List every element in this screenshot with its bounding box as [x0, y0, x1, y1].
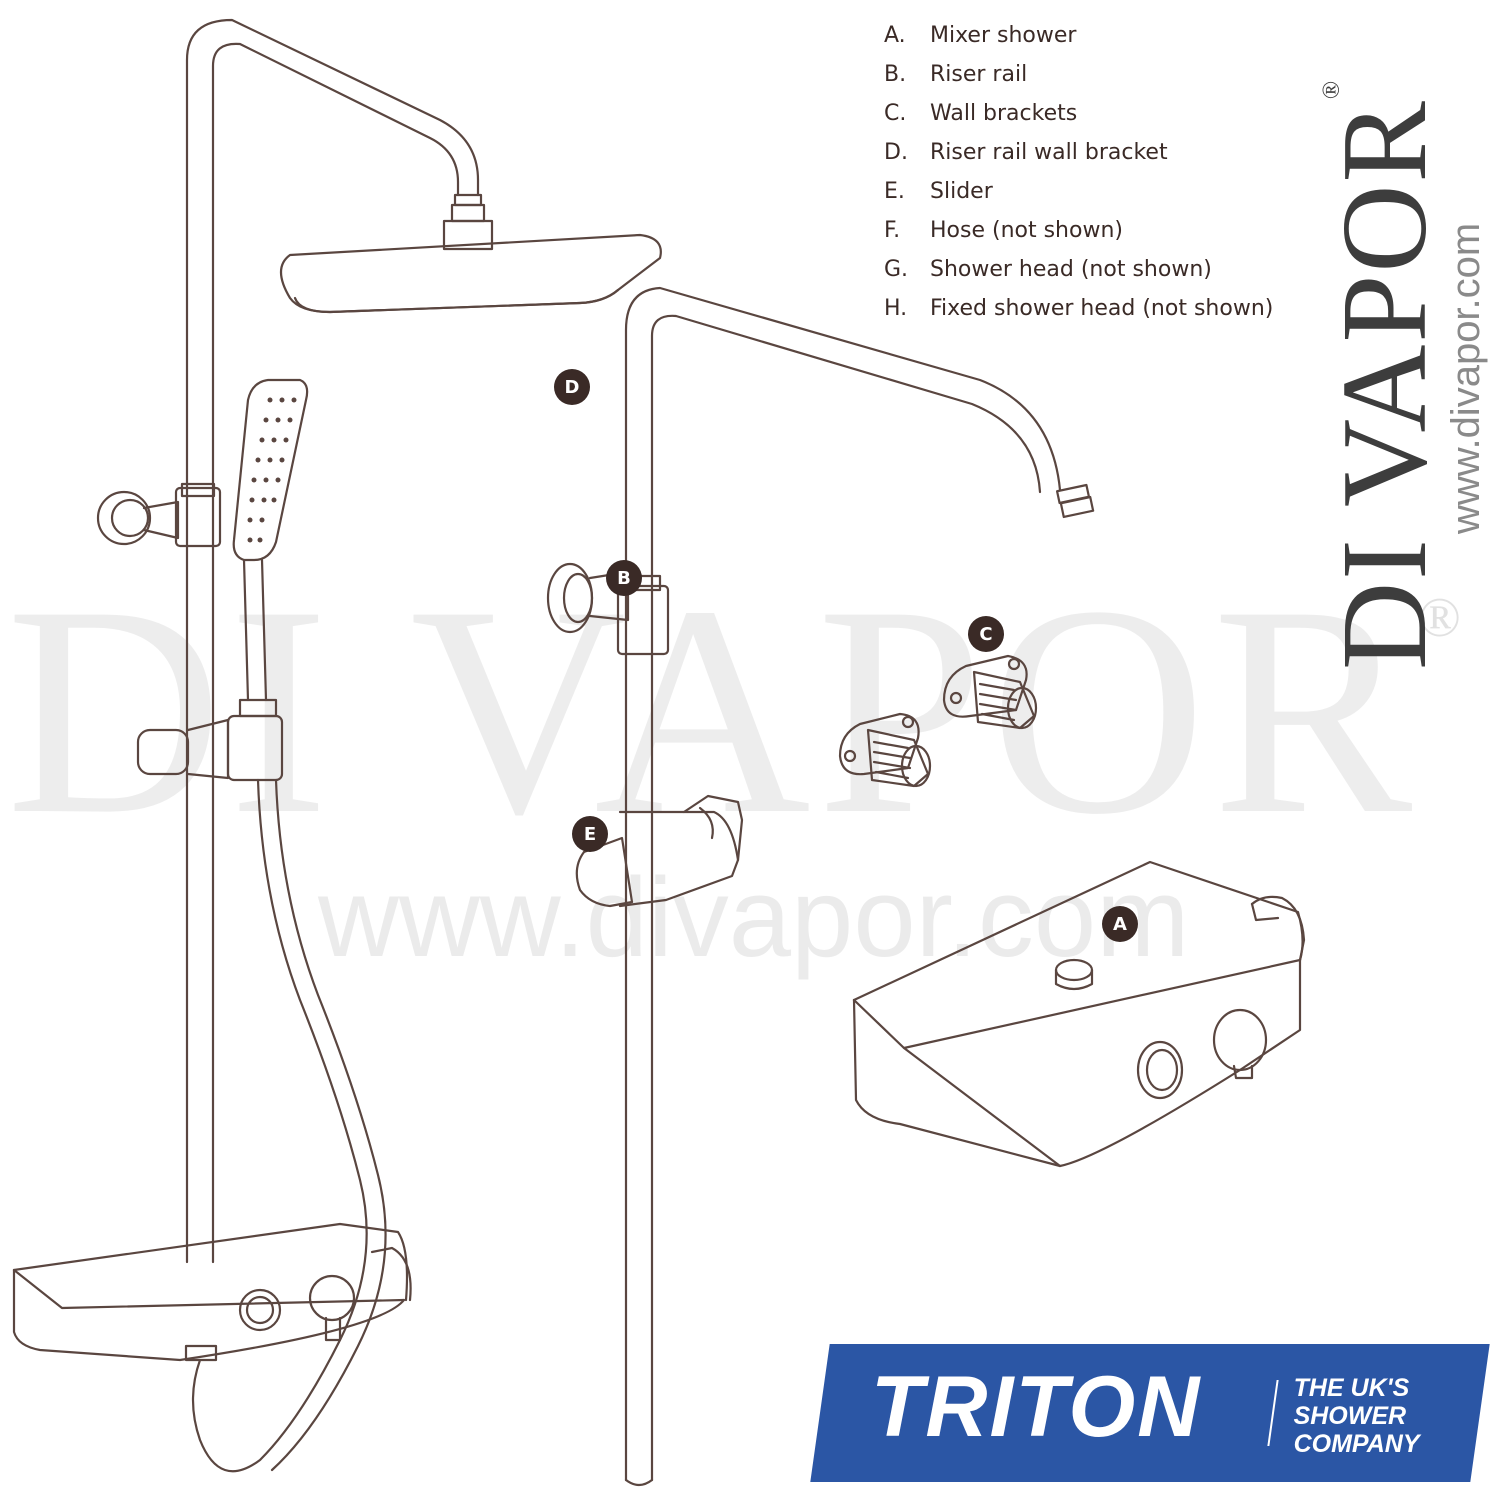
legend-letter: B. [884, 62, 907, 87]
legend-text: Shower head (not shown) [930, 257, 1212, 282]
legend-item: B. Riser rail [884, 59, 1273, 98]
triton-logo: TRITON THE UK'S SHOWER COMPANY [810, 1344, 1490, 1482]
legend-text: Riser rail wall bracket [930, 140, 1168, 165]
parts-legend: A. Mixer shower B. Riser rail C. Wall brack… [884, 20, 1273, 332]
callout-a-label: A [1113, 914, 1127, 935]
mixer-shower [852, 860, 1306, 1168]
callout-b-label: B [617, 568, 631, 589]
legend-letter: C. [884, 101, 907, 126]
triton-tagline-line: COMPANY [1293, 1430, 1420, 1458]
legend-letter: A. [884, 23, 906, 48]
legend-letter: H. [884, 296, 908, 321]
callout-e-label: E [584, 824, 596, 845]
triton-name: TRITON [870, 1359, 1202, 1455]
watermark-url: www.divapor.com [318, 855, 1190, 980]
legend-text: Hose (not shown) [930, 218, 1123, 243]
legend-text: Slider [930, 179, 993, 204]
legend-item: G. Shower head (not shown) [884, 254, 1273, 293]
legend-item: E. Slider [884, 176, 1273, 215]
legend-item: A. Mixer shower [884, 20, 1273, 59]
brand-name: DI VAPOR [1317, 99, 1452, 670]
callout-c: C [968, 616, 1004, 652]
legend-letter: G. [884, 257, 909, 282]
watermark-registered-mark: ® [1418, 587, 1467, 649]
brand-logo-vertical: DI VAPOR® [1317, 79, 1452, 670]
callout-c-label: C [979, 624, 992, 645]
legend-item: H. Fixed shower head (not shown) [884, 293, 1273, 332]
legend-letter: D. [884, 140, 908, 165]
legend-letter: F. [884, 218, 901, 243]
assembled-shower [12, 18, 662, 1473]
legend-item: F. Hose (not shown) [884, 215, 1273, 254]
wall-brackets [838, 654, 1038, 788]
legend-text: Mixer shower [930, 23, 1077, 48]
brand-registered-mark: ® [1319, 78, 1345, 100]
legend-item: D. Riser rail wall bracket [884, 137, 1273, 176]
triton-divider [1267, 1380, 1279, 1446]
callout-e: E [572, 816, 608, 852]
legend-text: Riser rail [930, 62, 1028, 87]
legend-text: Fixed shower head (not shown) [930, 296, 1274, 321]
riser-rail-exploded [546, 286, 1095, 1487]
callout-d: D [554, 369, 590, 405]
legend-text: Wall brackets [930, 101, 1078, 126]
triton-tagline-line: SHOWER [1293, 1402, 1407, 1430]
callout-b: B [606, 560, 642, 596]
callout-a: A [1102, 906, 1138, 942]
legend-letter: E. [884, 179, 905, 204]
triton-tagline-line: THE UK'S [1293, 1374, 1410, 1402]
brand-url: www.divapor.com [1444, 222, 1488, 534]
triton-tagline: THE UK'S SHOWER COMPANY [1294, 1374, 1420, 1458]
callout-d-label: D [565, 377, 580, 398]
legend-item: C. Wall brackets [884, 98, 1273, 137]
